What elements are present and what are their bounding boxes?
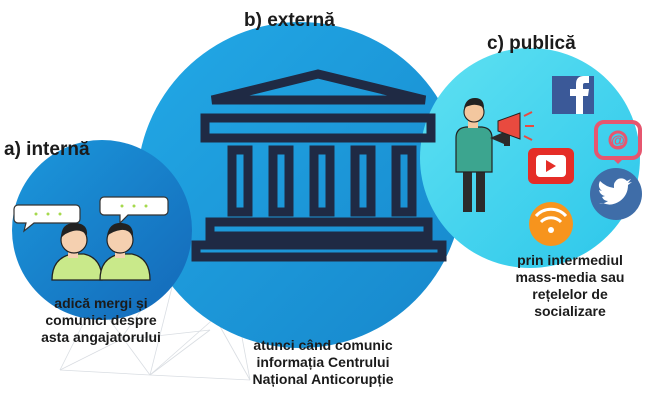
external-heading: b) externă [244,10,335,31]
public-heading: c) publică [487,33,576,54]
external-caption-line: Național Anticorupție [252,371,394,387]
internal-caption-line: comunici despre [45,312,157,328]
public-caption: prin intermediul mass-media sau rețelelo… [492,252,648,320]
internal-caption-line: asta angajatorului [41,329,161,345]
internal-caption-line: adică mergi și [54,295,148,311]
external-caption-line: atunci când comunic [253,337,393,353]
internal-caption: adică mergi și comunici despre asta anga… [14,295,188,346]
external-caption-line: informația Centrului [256,354,390,370]
public-caption-line: rețelelor de [532,286,608,302]
external-caption: atunci când comunic informația Centrului… [215,337,431,388]
public-caption-line: prin intermediul [517,252,623,268]
public-caption-line: socializare [534,303,606,319]
svg-text:@: @ [611,132,625,148]
public-caption-line: mass-media sau [515,269,625,285]
internal-heading: a) internă [4,139,90,160]
